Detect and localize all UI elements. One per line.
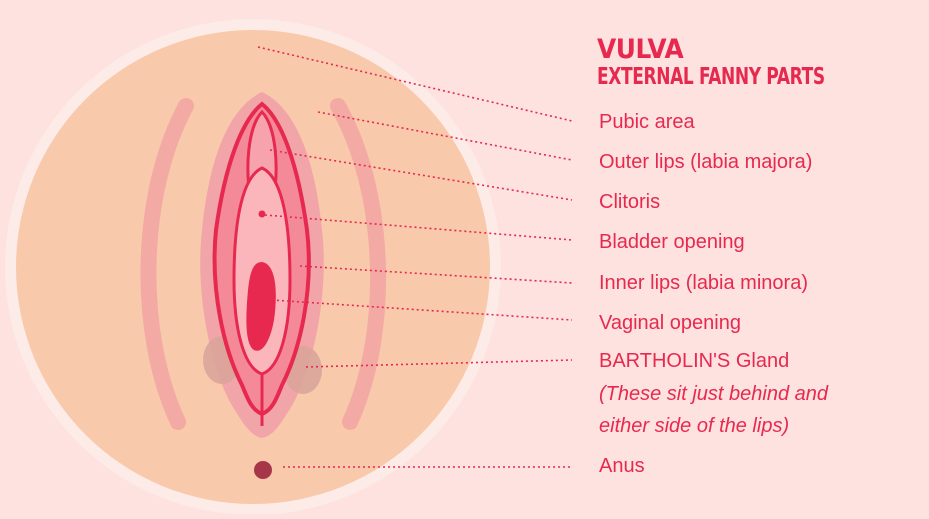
label-inner-lips: Inner lips (labia minora) [599, 271, 808, 295]
label-bladder-opening: Bladder opening [599, 230, 745, 254]
label-bartholins-gland: BARTHOLIN'S Gland [599, 349, 789, 373]
label-clitoris: Clitoris [599, 190, 660, 214]
anus-dot [254, 461, 272, 479]
label-vaginal-opening: Vaginal opening [599, 311, 741, 335]
label-anus: Anus [599, 454, 645, 478]
label-bartholin-note-line1: (These sit just behind and [599, 382, 828, 406]
bladder-opening-dot [259, 211, 266, 218]
label-outer-lips: Outer lips (labia majora) [599, 150, 812, 174]
title-vulva: VULVA [597, 36, 683, 63]
title-external-parts: EXTERNAL FANNY PARTS [597, 66, 825, 89]
label-bartholin-note-line2: either side of the lips) [599, 414, 789, 438]
label-pubic-area: Pubic area [599, 110, 695, 134]
